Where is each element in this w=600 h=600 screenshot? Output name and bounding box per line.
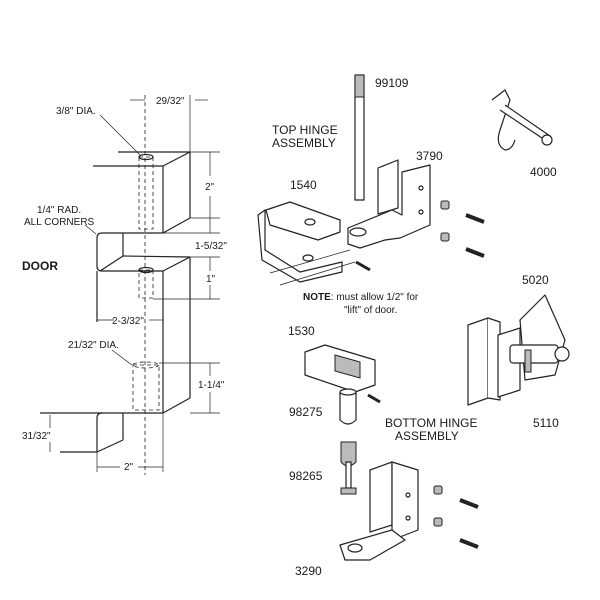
part-1530: 1530 xyxy=(288,324,315,338)
label-21-32-dia: 21/32" DIA. xyxy=(68,340,119,351)
part-5110: 5110 xyxy=(533,416,559,430)
part-5020: 5020 xyxy=(522,273,549,287)
dim-31-32: 31/32" xyxy=(22,431,51,442)
note-line-1: : must allow 1/2" for xyxy=(331,292,419,303)
part-98275: 98275 xyxy=(289,405,323,419)
part-4000: 4000 xyxy=(530,165,557,179)
pin-98265-drawing xyxy=(340,441,357,495)
door-dimension-lines xyxy=(49,95,220,472)
dim-2in-bottom: 2" xyxy=(124,462,134,473)
hook-4000-drawing xyxy=(491,89,553,151)
label-3-8-dia: 3/8" DIA. xyxy=(56,106,96,117)
part-1540: 1540 xyxy=(290,178,317,192)
part-99109: 99109 xyxy=(375,76,409,90)
dim-2in: 2" xyxy=(205,182,215,193)
pin-99109-drawing xyxy=(354,74,365,201)
strap-1530-drawing xyxy=(304,344,376,393)
bottom-hinge-label-2: ASSEMBLY xyxy=(395,429,459,443)
bottom-hinge-label-1: BOTTOM HINGE xyxy=(385,416,477,430)
label-all-corners: ALL CORNERS xyxy=(24,217,95,228)
dim-1-5-32: 1-5/32" xyxy=(195,241,227,252)
bracket-3290-drawing xyxy=(339,461,419,561)
bracket-3790-drawing xyxy=(347,159,431,249)
dim-2-3-32: 2-3/32" xyxy=(112,316,144,327)
dim-1in: 1" xyxy=(206,274,216,285)
strap-1540-drawing xyxy=(257,201,343,283)
dim-1-1-4: 1-1/4" xyxy=(198,380,225,391)
part-3290: 3290 xyxy=(295,564,322,578)
note-text: NOTE: must allow 1/2" for xyxy=(303,292,419,303)
door-title: DOOR xyxy=(22,259,58,273)
top-hinge-label-2: ASSEMBLY xyxy=(272,136,336,150)
note-line-2: "lift" of door. xyxy=(344,305,397,316)
door-profile xyxy=(40,95,191,475)
screws-bottom xyxy=(367,393,479,549)
cam-98275-drawing xyxy=(339,388,357,425)
part-98265: 98265 xyxy=(289,469,323,483)
top-hinge-label-1: TOP HINGE xyxy=(272,123,338,137)
note-label: NOTE xyxy=(303,292,331,303)
part-3790: 3790 xyxy=(416,149,443,163)
latch-5020-5110-drawing xyxy=(467,294,570,406)
screws-top xyxy=(355,200,485,272)
dim-29-32: 29/32" xyxy=(156,96,185,107)
label-radius: 1/4" RAD. xyxy=(37,205,81,216)
